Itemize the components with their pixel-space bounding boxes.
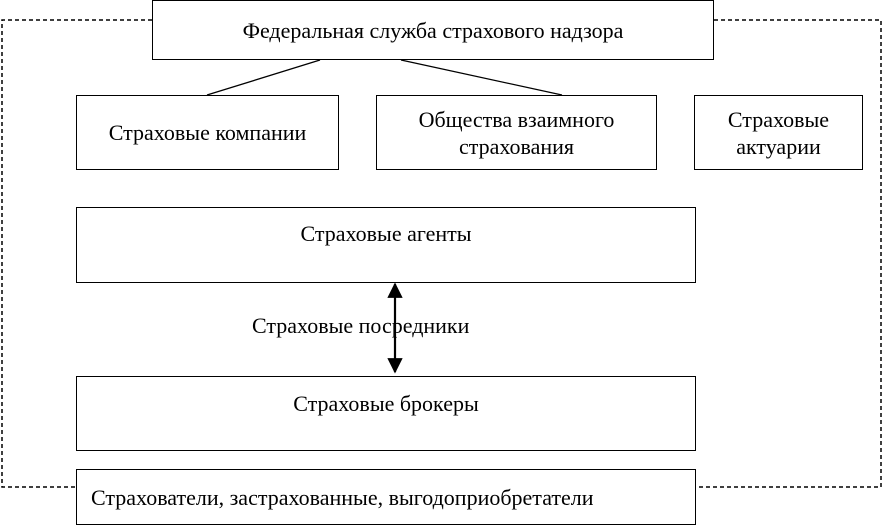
insurance-companies-label: Страховые компании xyxy=(108,120,307,145)
policyholders-box: Страхователи, застрахованные, выгодоприо… xyxy=(76,469,696,525)
brokers-label: Страховые брокеры xyxy=(293,391,479,416)
insurance-companies-box: Страховые компании xyxy=(76,95,339,170)
link-to-insurance-companies xyxy=(206,59,321,96)
mutual-insurance-label-line2: страхования xyxy=(458,133,575,159)
actuaries-box: Страховые актуарии xyxy=(694,95,863,170)
actuaries-label-line1: Страховые xyxy=(727,106,830,132)
policyholders-label: Страхователи, застрахованные, выгодоприо… xyxy=(91,484,594,510)
agents-label: Страховые агенты xyxy=(300,221,472,246)
mutual-insurance-label-line1: Общества взаимного xyxy=(418,106,615,132)
federal-supervision-label: Федеральная служба страхового надзора xyxy=(242,17,624,43)
agents-box: Страховые агенты xyxy=(76,207,696,283)
intermediaries-label: Страховые посредники xyxy=(252,313,470,338)
link-to-mutual-insurance xyxy=(400,59,563,96)
actuaries-label-line2: актуарии xyxy=(736,133,821,159)
mutual-insurance-box: Общества взаимного страхования xyxy=(376,95,657,170)
federal-supervision-box: Федеральная служба страхового надзора xyxy=(152,0,714,60)
dashed-boundary xyxy=(1,19,152,488)
brokers-box: Страховые брокеры xyxy=(76,376,696,451)
dashed-boundary-right xyxy=(696,19,882,488)
